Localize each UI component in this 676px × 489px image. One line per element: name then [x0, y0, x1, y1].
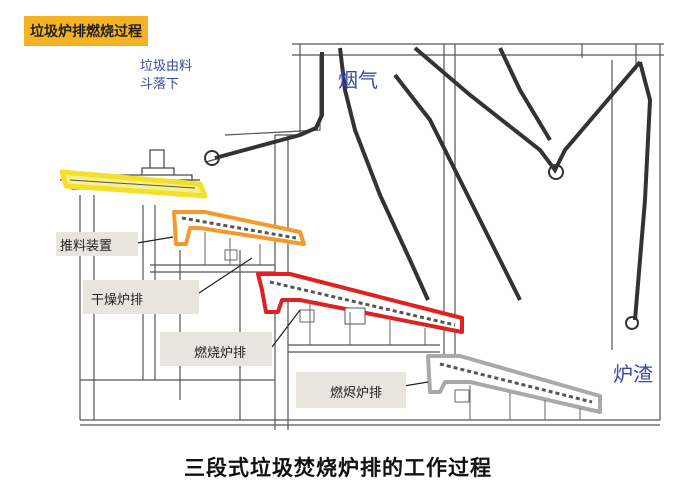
section-title: 垃圾炉排燃烧过程 — [30, 24, 142, 40]
combustion-grate-label-box: 燃烧炉排 — [160, 332, 272, 366]
flue-gas-label: 烟气 — [338, 68, 378, 92]
burnout-grate-label: 燃烬炉排 — [330, 386, 383, 401]
grate-supports — [204, 232, 581, 420]
flue-duct — [214, 46, 653, 321]
pulley-icon — [625, 316, 639, 330]
combustion-grate-label: 燃烧炉排 — [194, 346, 247, 361]
feed-hopper-label: 垃圾由料 斗落下 — [140, 59, 193, 92]
section-title-badge: 垃圾炉排燃烧过程 — [24, 16, 148, 46]
drying-grate-label-box: 干燥炉排 — [83, 280, 199, 314]
pusher-label-box: 推料装置 — [56, 232, 138, 256]
pulley-icon — [204, 150, 220, 166]
burnout-grate-label-box: 燃烬炉排 — [296, 372, 406, 408]
burnout-grate — [426, 354, 602, 414]
drying-grate — [172, 210, 306, 246]
pulley-icon — [548, 164, 564, 180]
figure-caption: 三段式垃圾焚烧炉排的工作过程 — [184, 456, 492, 480]
pusher-label: 推料装置 — [60, 239, 113, 254]
leader-lines — [136, 236, 429, 387]
pusher-grate — [59, 169, 208, 199]
drying-grate-label: 干燥炉排 — [91, 293, 144, 308]
slag-label: 炉渣 — [613, 362, 653, 386]
